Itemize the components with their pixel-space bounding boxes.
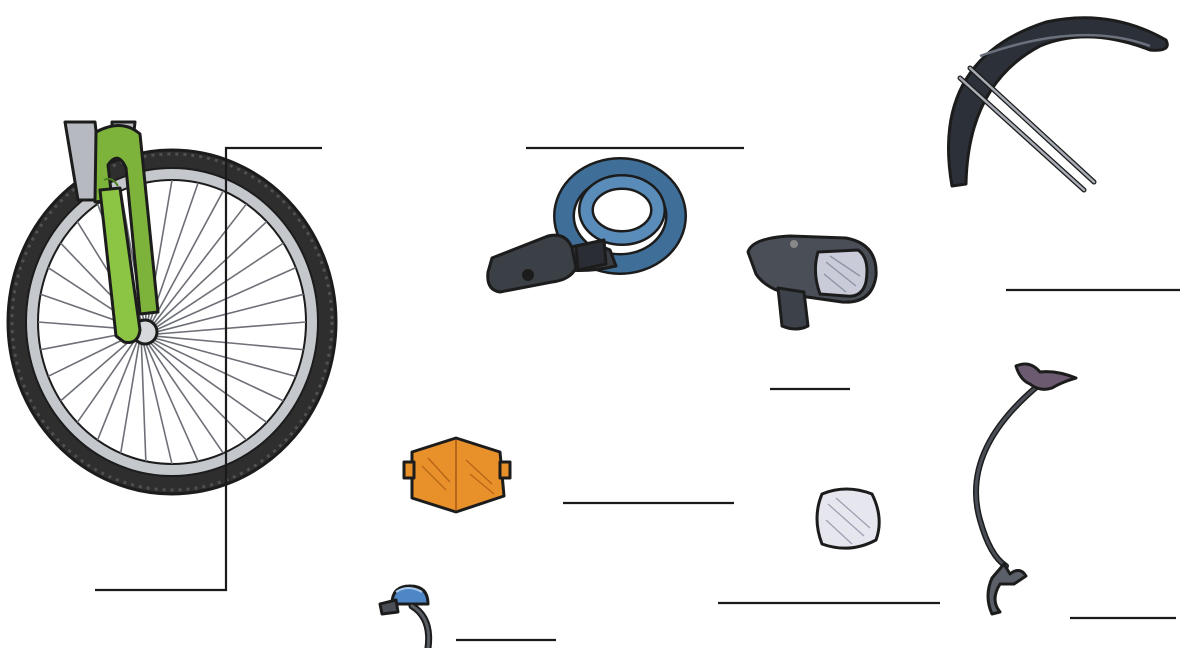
stalk-top-clamp [1016,364,1076,389]
lock-coil-inner [586,182,658,238]
headlight-illustration [748,236,876,329]
bell-lever [380,600,398,614]
headlight-lens [815,250,867,296]
orange-reflector-illustration [404,438,510,512]
orange-reflector-tab-right [500,462,510,478]
headlight-button [790,240,798,248]
mudguard-fender [948,18,1167,186]
front-wheel-illustration [8,122,336,494]
small-reflector-body [817,489,879,548]
cable-lock-illustration [488,168,676,292]
lock-keyhole [522,269,534,281]
lock-head [576,240,606,270]
lock-body [488,235,576,292]
stalk-bottom-clamp [988,564,1026,614]
orange-reflector-body [412,438,504,512]
orange-reflector-tab-left [404,462,414,478]
bell-illustration [380,586,429,648]
small-reflector-illustration [817,489,879,548]
mirror-stalk-illustration [976,364,1076,614]
headlight-mount [778,288,808,329]
mudguard-illustration [948,18,1167,190]
